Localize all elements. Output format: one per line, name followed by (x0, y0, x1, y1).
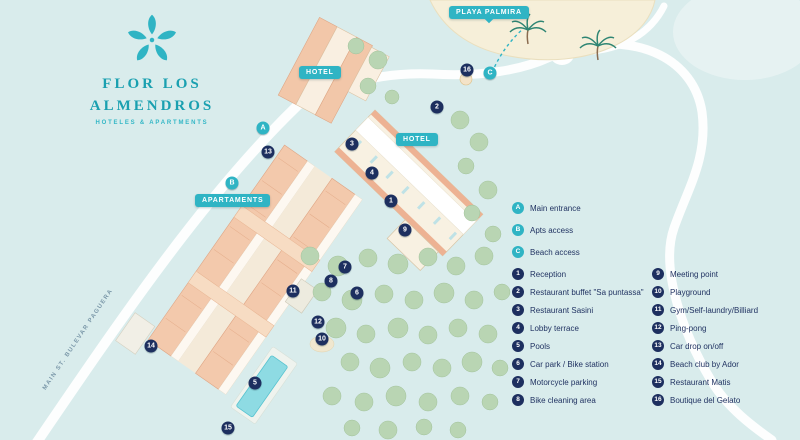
map-marker-7: 7 (338, 260, 352, 274)
legend-item-14: 14 Beach club by Ador (652, 358, 800, 370)
map-marker-C: C (483, 66, 497, 80)
legend-item-6: 6 Car park / Bike station (512, 358, 652, 370)
hotel-top-badge: HOTEL (299, 66, 341, 79)
legend-label-1: Reception (530, 270, 567, 279)
legend-item-3: 3 Restaurant Sasini (512, 304, 652, 316)
logo: FLOR LOS ALMENDROS HOTELES & APARTMENTS (84, 12, 220, 126)
map-marker-16: 16 (460, 63, 474, 77)
legend: 1 Reception 2 Restaurant buffet "Sa puntass… (512, 268, 800, 412)
legend-label-11: Gym/Self-laundry/Billiard (670, 306, 759, 315)
map-marker-1: 1 (384, 194, 398, 208)
legend-dot-3: 3 (512, 304, 524, 316)
map-marker-6: 6 (350, 286, 364, 300)
legend-item-4: 4 Lobby terrace (512, 322, 652, 334)
legend-label-C: Beach access (530, 248, 580, 257)
legend-label-7: Motorcycle parking (530, 378, 598, 387)
legend-label-14: Beach club by Ador (670, 360, 739, 369)
legend-label-9: Meeting point (670, 270, 719, 279)
legend-dot-6: 6 (512, 358, 524, 370)
legend-dot-9: 9 (652, 268, 664, 280)
map-marker-10: 10 (315, 332, 329, 346)
legend-dot-11: 11 (652, 304, 664, 316)
legend-column-1: 1 Reception 2 Restaurant buffet "Sa puntass… (512, 268, 652, 412)
legend-label-8: Bike cleaning area (530, 396, 596, 405)
map-marker-8: 8 (324, 274, 338, 288)
legend-label-12: Ping-pong (670, 324, 707, 333)
beach-access-path (489, 27, 525, 79)
legend-item-C: C Beach access (512, 246, 581, 258)
legend-dot-A: A (512, 202, 524, 214)
map-marker-4: 4 (365, 166, 379, 180)
legend-column-2: 9 Meeting point 10 Playground 11 Gym/Self-lau… (652, 268, 800, 412)
legend-item-13: 13 Car drop on/off (652, 340, 800, 352)
legend-label-6: Car park / Bike station (530, 360, 609, 369)
apartments-building (147, 144, 363, 395)
legend-item-8: 8 Bike cleaning area (512, 394, 652, 406)
apartments-badge: APARTAMENTS (195, 194, 271, 207)
legend-item-9: 9 Meeting point (652, 268, 800, 280)
legend-label-2: Restaurant buffet "Sa puntassa" (530, 288, 644, 297)
map-marker-5: 5 (248, 376, 262, 390)
legend-item-12: 12 Ping-pong (652, 322, 800, 334)
legend-label-16: Boutique del Gelato (670, 396, 741, 405)
map-marker-14: 14 (144, 339, 158, 353)
legend-item-1: 1 Reception (512, 268, 652, 280)
legend-dot-2: 2 (512, 286, 524, 298)
legend-dot-1: 1 (512, 268, 524, 280)
legend-item-7: 7 Motorcycle parking (512, 376, 652, 388)
legend-item-11: 11 Gym/Self-laundry/Billiard (652, 304, 800, 316)
legend-dot-16: 16 (652, 394, 664, 406)
legend-item-2: 2 Restaurant buffet "Sa puntassa" (512, 286, 652, 298)
hotel-main-badge: HOTEL (396, 133, 438, 146)
legend-label-10: Playground (670, 288, 711, 297)
legend-label-4: Lobby terrace (530, 324, 579, 333)
legend-label-3: Restaurant Sasini (530, 306, 594, 315)
map-marker-9: 9 (398, 223, 412, 237)
trees (300, 37, 511, 440)
legend-item-15: 15 Restaurant Matis (652, 376, 800, 388)
legend-dot-8: 8 (512, 394, 524, 406)
legend-dot-B: B (512, 224, 524, 236)
legend-dot-5: 5 (512, 340, 524, 352)
legend-dot-10: 10 (652, 286, 664, 298)
legend-label-B: Apts access (530, 226, 574, 235)
sea-area (673, 0, 800, 80)
legend-dot-13: 13 (652, 340, 664, 352)
legend-dot-C: C (512, 246, 524, 258)
legend-item-10: 10 Playground (652, 286, 800, 298)
palm-tree (579, 29, 617, 61)
legend-item-16: 16 Boutique del Gelato (652, 394, 800, 406)
map-marker-13: 13 (261, 145, 275, 159)
flower-logo-icon (128, 14, 176, 61)
legend-item-A: A Main entrance (512, 202, 581, 214)
map-marker-15: 15 (221, 421, 235, 435)
beach-club-building (115, 312, 156, 355)
palm-tree (509, 13, 547, 45)
logo-subtitle: HOTELES & APARTMENTS (95, 120, 209, 126)
logo-title-line2: ALMENDROS (89, 97, 215, 114)
legend-dot-7: 7 (512, 376, 524, 388)
legend-dot-14: 14 (652, 358, 664, 370)
legend-label-A: Main entrance (530, 204, 581, 213)
legend-item-B: B Apts access (512, 224, 581, 236)
map-marker-A: A (256, 121, 270, 135)
map-marker-12: 12 (311, 315, 325, 329)
legend-item-5: 5 Pools (512, 340, 652, 352)
map-marker-11: 11 (286, 284, 300, 298)
legend-dot-12: 12 (652, 322, 664, 334)
legend-label-13: Car drop on/off (670, 342, 724, 351)
legend-label-15: Restaurant Matis (670, 378, 731, 387)
map-marker-2: 2 (430, 100, 444, 114)
legend-label-5: Pools (530, 342, 551, 351)
legend-dot-15: 15 (652, 376, 664, 388)
beach-label-badge: PLAYA PALMIRA (449, 6, 529, 19)
map-marker-3: 3 (345, 137, 359, 151)
logo-title-line1: FLOR LOS (102, 76, 202, 92)
legend-dot-4: 4 (512, 322, 524, 334)
map-marker-B: B (225, 176, 239, 190)
